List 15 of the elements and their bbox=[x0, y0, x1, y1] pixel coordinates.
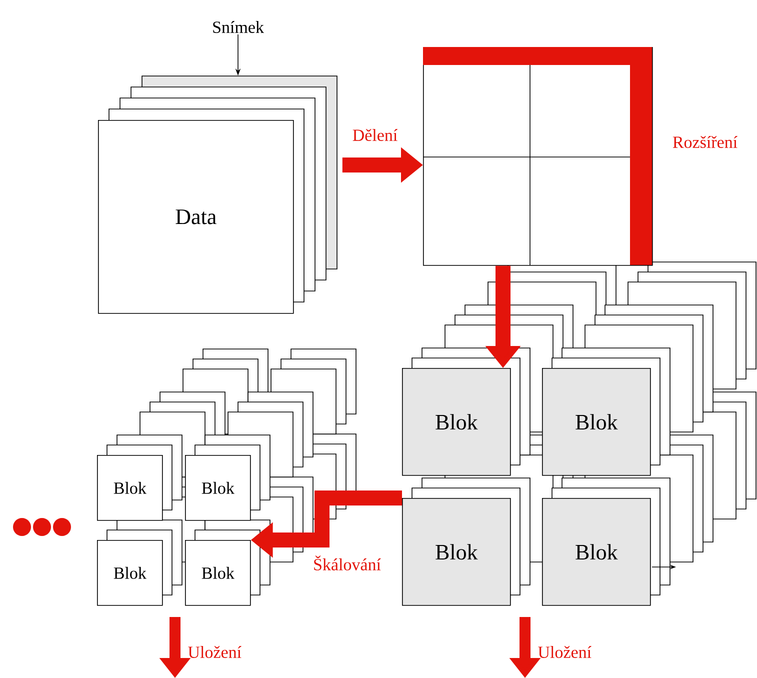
block: Blok bbox=[402, 498, 511, 606]
frame-label: Snímek bbox=[213, 21, 264, 33]
side-label: Rozšíření bbox=[672, 136, 738, 148]
block: Blok bbox=[185, 540, 251, 606]
edge-label: Dělení bbox=[351, 128, 399, 142]
block: Blok bbox=[542, 498, 651, 606]
block: Blok bbox=[185, 455, 251, 521]
arrow-label: Uložení bbox=[188, 646, 242, 658]
block: Blok bbox=[542, 368, 651, 476]
frame-stack: Data bbox=[98, 76, 338, 314]
edge-label: Škálování bbox=[312, 554, 382, 572]
block: Blok bbox=[97, 455, 163, 521]
block: Blok bbox=[97, 540, 163, 606]
block: Blok bbox=[402, 368, 511, 476]
arrow-label: Uložení bbox=[538, 646, 592, 658]
